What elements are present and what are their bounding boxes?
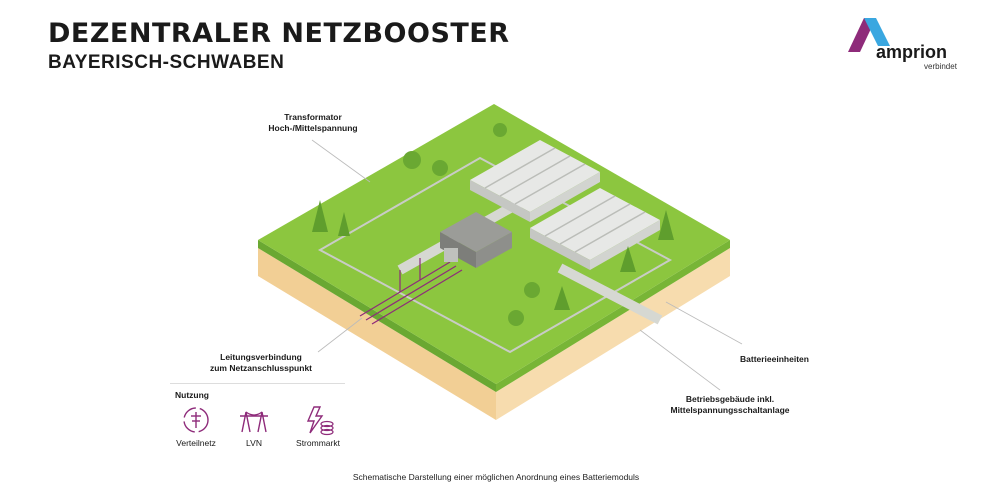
use-label-verteilnetz: Verteilnetz — [176, 438, 216, 448]
use-label-strommarkt: Strommarkt — [296, 438, 340, 448]
figure-caption: Schematische Darstellung einer möglichen… — [352, 472, 640, 482]
use-lvn: LVN — [224, 404, 284, 448]
nutzung-title: Nutzung — [175, 390, 209, 400]
label-building: Betriebsgebäude inkl. Mittelspannungssch… — [660, 394, 800, 416]
use-verteilnetz: Verteilnetz — [166, 404, 226, 448]
leader-batteries — [665, 301, 743, 345]
power-tower-icon — [240, 411, 268, 433]
leader-transformer — [311, 139, 371, 183]
soil-left-face — [258, 248, 496, 420]
soil-right-face — [496, 248, 730, 420]
grass-right-edge — [496, 240, 730, 392]
label-connection-line2: zum Netzanschlusspunkt — [209, 363, 313, 373]
amprion-logo-icon — [848, 18, 890, 52]
leader-connection — [317, 317, 363, 353]
use-strommarkt: Strommarkt — [288, 404, 348, 448]
leader-building — [639, 329, 721, 391]
label-connection: Leitungsverbindung zum Netzanschlusspunk… — [196, 352, 326, 374]
label-transformer-line2: Hoch-/Mittelspannung — [268, 123, 358, 133]
page-subtitle: BAYERISCH-SCHWABEN — [48, 52, 285, 73]
nutzung-divider — [170, 383, 345, 384]
transformer-lines — [359, 248, 463, 325]
label-transformer: Transformator Hoch-/Mittelspannung — [248, 112, 378, 134]
lightning-coins-icon — [306, 406, 334, 436]
use-label-lvn: LVN — [246, 438, 262, 448]
access-path-2 — [557, 263, 663, 325]
trees — [312, 123, 674, 326]
page-title: DEZENTRALER NETZBOOSTER — [48, 18, 510, 49]
label-building-line1: Betriebsgebäude inkl. — [685, 394, 775, 404]
label-building-line2: Mittelspannungsschaltanlage — [670, 405, 790, 415]
label-transformer-line1: Transformator — [284, 112, 342, 122]
battery-units-row-1 — [470, 140, 600, 222]
label-batteries: Batterieeinheiten — [740, 354, 809, 364]
grass-left-edge — [258, 240, 496, 392]
logo-tagline: verbindet — [924, 62, 957, 71]
fence-outline — [317, 156, 673, 354]
battery-units-row-2 — [530, 188, 660, 270]
label-connection-line1: Leitungsverbindung — [220, 352, 302, 362]
grid-cycle-icon — [183, 407, 209, 433]
logo-wordmark: amprion — [876, 42, 948, 62]
